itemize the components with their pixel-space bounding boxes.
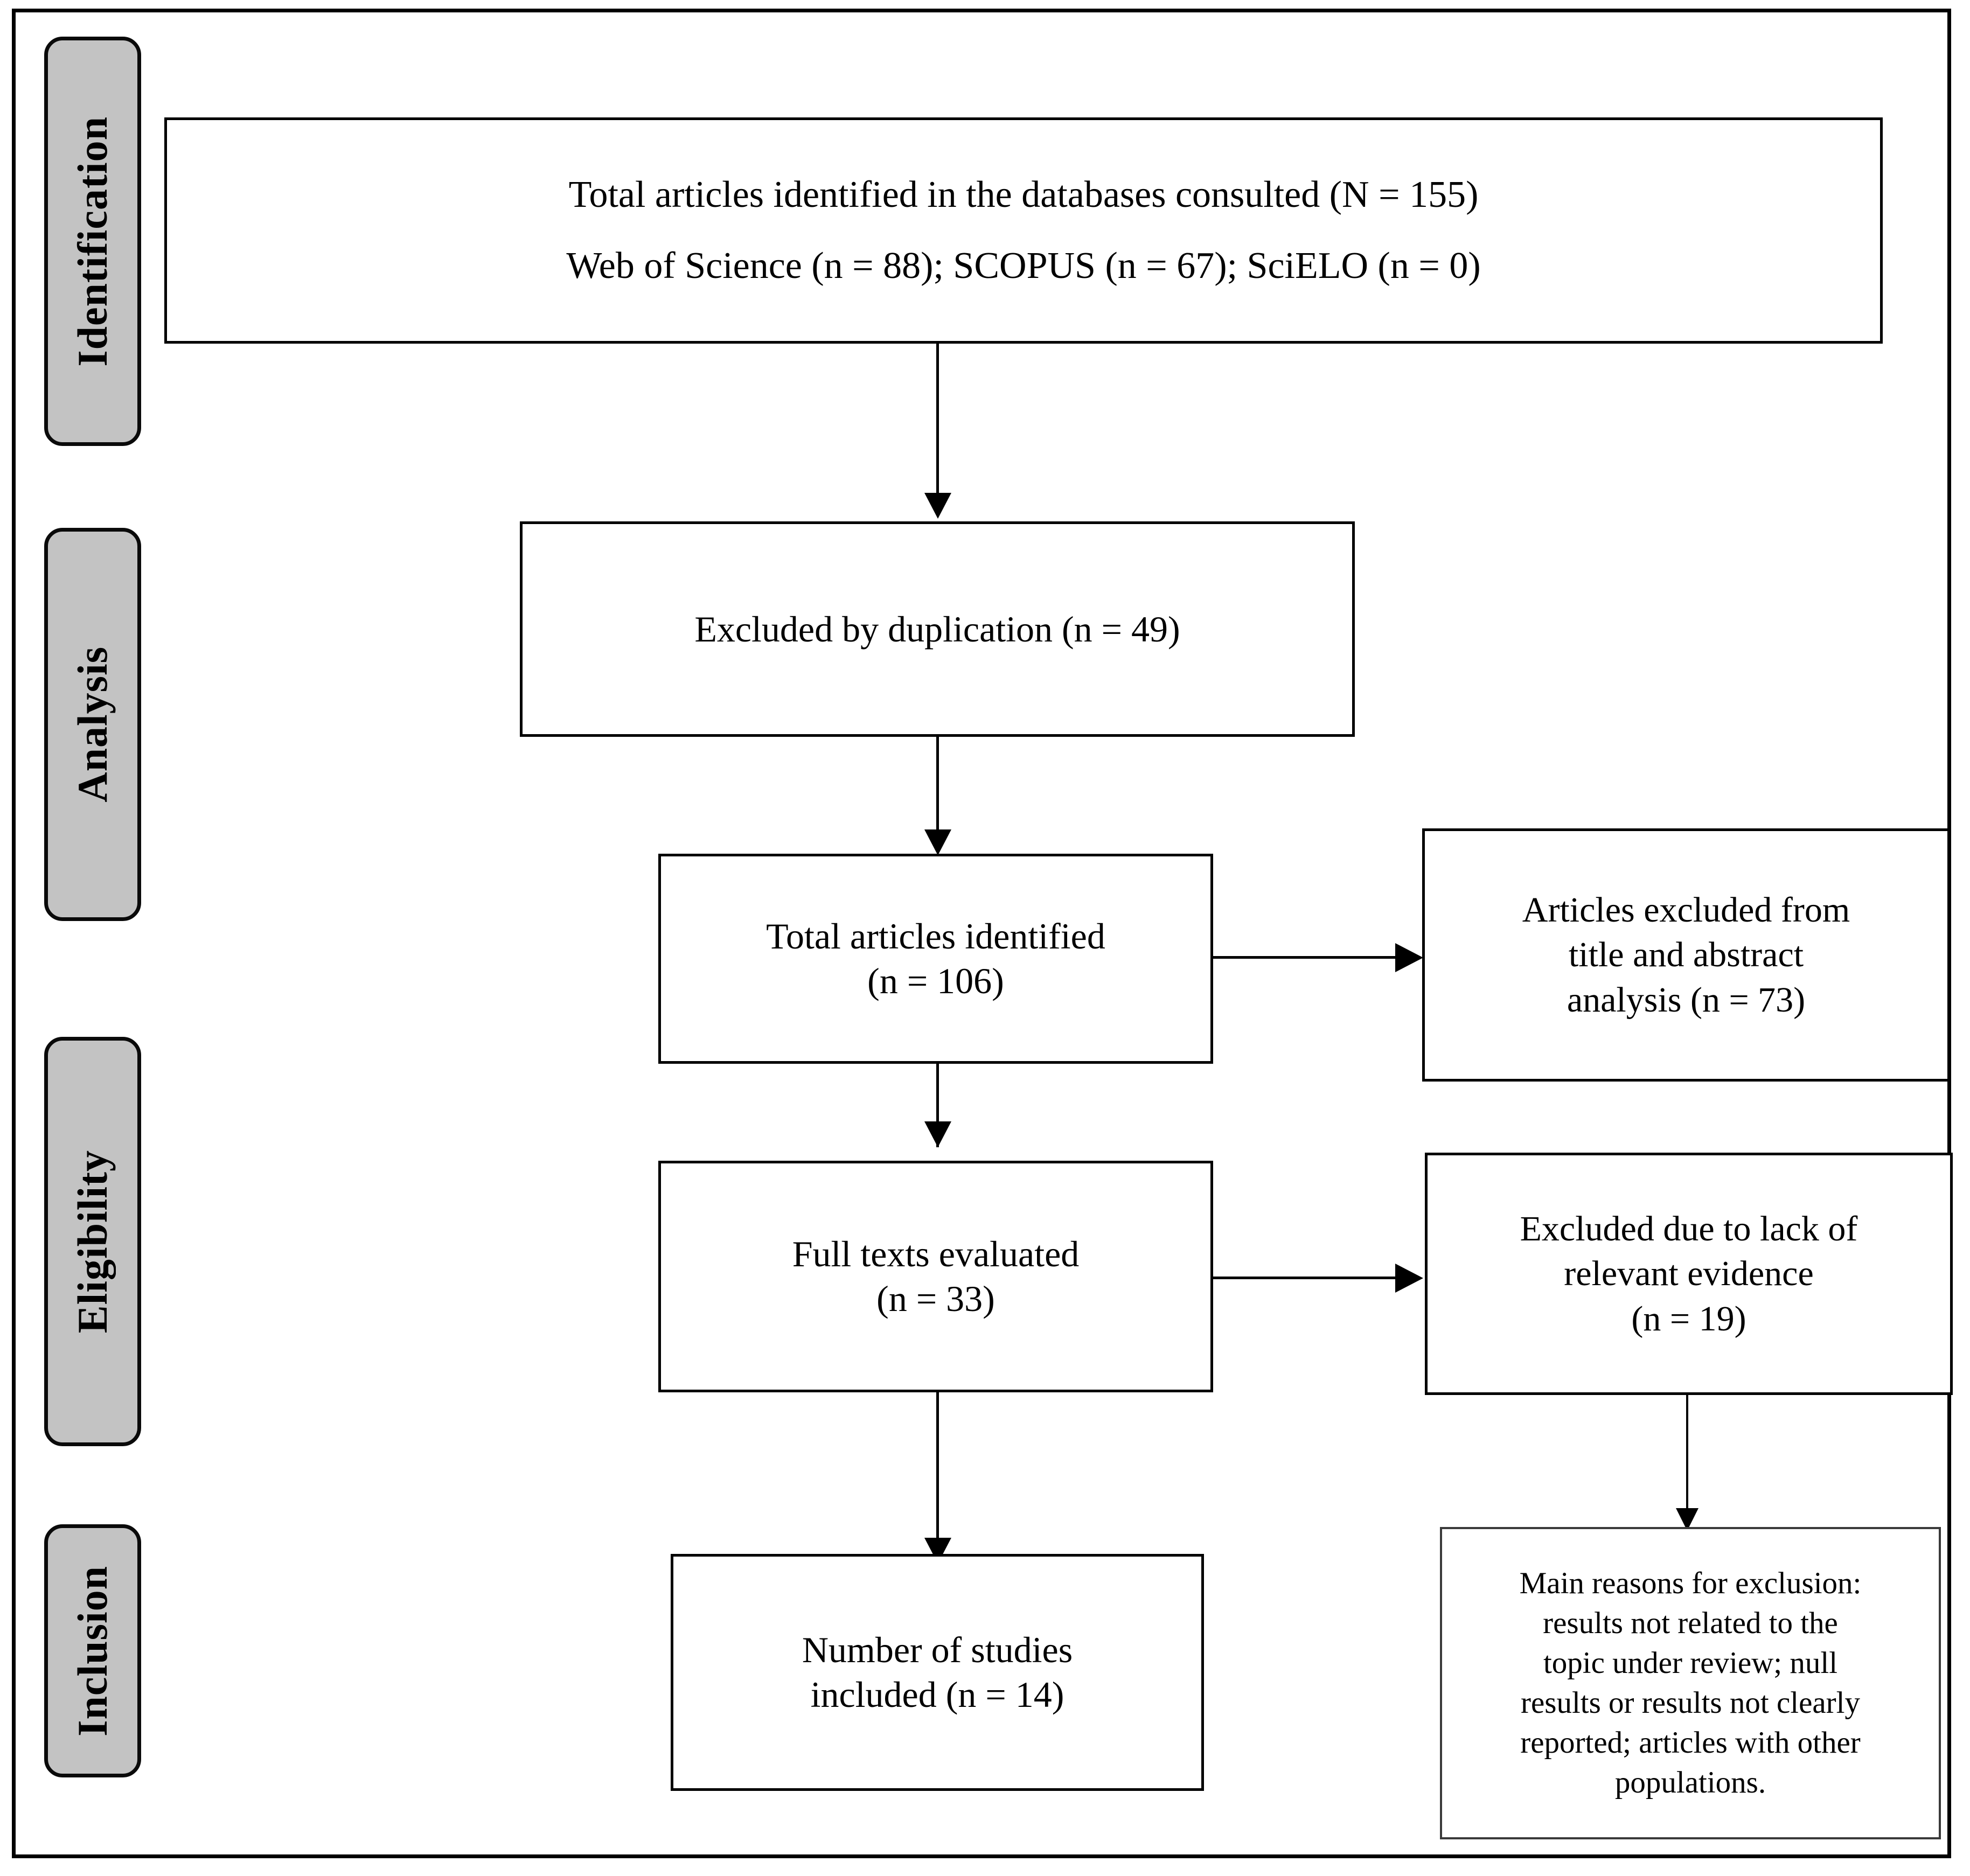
arrowhead-total-to-fulltexts bbox=[924, 1121, 951, 1147]
studies-included-line1: Number of studies bbox=[802, 1629, 1073, 1671]
arrowhead-identified-to-duplicates bbox=[924, 493, 951, 519]
arrowhead-fulltexts-to-excluded-evidence bbox=[1395, 1264, 1423, 1293]
stage-pill-eligibility: Eligibility bbox=[44, 1037, 141, 1446]
stage-pill-identification: Identification bbox=[44, 37, 141, 446]
full-texts-line2: (n = 33) bbox=[876, 1278, 995, 1319]
stage-label-analysis: Analysis bbox=[69, 646, 116, 803]
box-main-reasons: Main reasons for exclusion: results not … bbox=[1440, 1527, 1941, 1839]
studies-included-line2: included (n = 14) bbox=[810, 1674, 1064, 1715]
box-full-texts: Full texts evaluated (n = 33) bbox=[658, 1161, 1213, 1392]
full-texts-line1: Full texts evaluated bbox=[792, 1233, 1080, 1275]
total-identified-line2: (n = 106) bbox=[867, 960, 1004, 1001]
connector-total-to-fulltexts bbox=[936, 1064, 939, 1147]
excluded-title-abstract-line3: analysis (n = 73) bbox=[1567, 980, 1806, 1020]
connector-fulltexts-to-excluded-evidence bbox=[1213, 1277, 1407, 1279]
excluded-evidence-line3: (n = 19) bbox=[1631, 1299, 1746, 1338]
excluded-title-abstract-line2: title and abstract bbox=[1568, 935, 1804, 975]
total-identified-line1: Total articles identified bbox=[766, 916, 1105, 957]
stage-pill-analysis: Analysis bbox=[44, 528, 141, 921]
main-reasons-line2: results not related to the bbox=[1543, 1606, 1838, 1640]
main-reasons-line4: results or results not clearly bbox=[1520, 1686, 1860, 1720]
connector-identified-to-duplicates bbox=[936, 344, 939, 500]
arrowhead-duplicates-to-total bbox=[924, 829, 951, 855]
excluded-evidence-line1: Excluded due to lack of bbox=[1520, 1209, 1858, 1249]
connector-total-to-excluded-title-abstract bbox=[1213, 956, 1407, 959]
connector-duplicates-to-total bbox=[936, 737, 939, 836]
box-excluded-evidence: Excluded due to lack of relevant evidenc… bbox=[1425, 1153, 1953, 1395]
main-reasons-line5: reported; articles with other bbox=[1520, 1726, 1861, 1760]
excluded-evidence-line2: relevant evidence bbox=[1564, 1254, 1814, 1294]
box-excluded-duplication: Excluded by duplication (n = 49) bbox=[520, 521, 1355, 737]
main-reasons-line1: Main reasons for exclusion: bbox=[1519, 1566, 1862, 1600]
stage-label-eligibility: Eligibility bbox=[69, 1149, 116, 1334]
stage-label-inclusion: Inclusion bbox=[69, 1565, 116, 1736]
box-excluded-title-abstract: Articles excluded from title and abstrac… bbox=[1422, 828, 1950, 1082]
excluded-title-abstract-line1: Articles excluded from bbox=[1522, 890, 1850, 930]
box-identified-total: Total articles identified in the databas… bbox=[164, 117, 1883, 344]
connector-evidence-to-reasons bbox=[1686, 1395, 1688, 1519]
stage-label-identification: Identification bbox=[69, 116, 116, 367]
excluded-duplication-line1: Excluded by duplication (n = 49) bbox=[694, 608, 1180, 650]
main-reasons-line6: populations. bbox=[1614, 1766, 1766, 1800]
connector-fulltexts-to-included bbox=[936, 1392, 939, 1554]
identified-total-line2: Web of Science (n = 88); SCOPUS (n = 67)… bbox=[566, 245, 1481, 287]
stage-pill-inclusion: Inclusion bbox=[44, 1524, 141, 1777]
main-reasons-line3: topic under review; null bbox=[1543, 1645, 1838, 1680]
identified-total-line1: Total articles identified in the databas… bbox=[568, 174, 1479, 215]
arrowhead-total-to-excluded-title-abstract bbox=[1395, 943, 1423, 972]
box-studies-included: Number of studies included (n = 14) bbox=[671, 1554, 1204, 1791]
box-total-identified: Total articles identified (n = 106) bbox=[658, 854, 1213, 1064]
